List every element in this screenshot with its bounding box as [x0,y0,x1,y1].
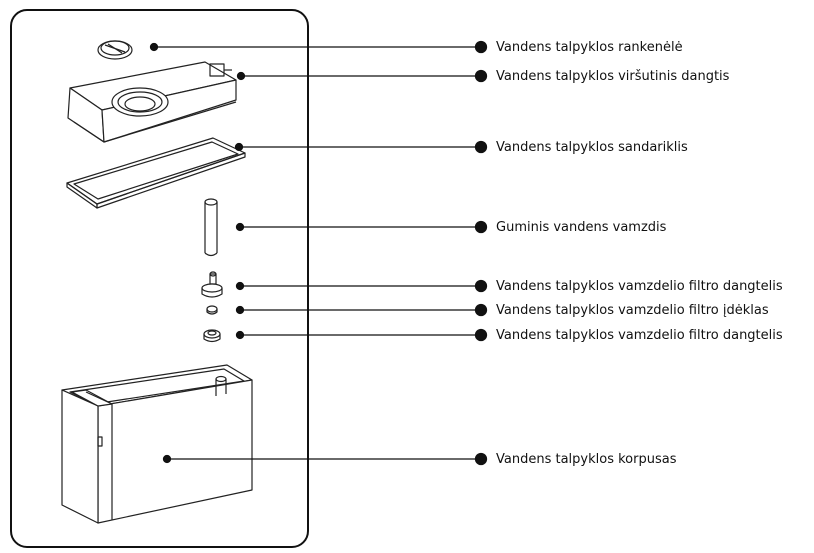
leader-filter-cap-upper [235,279,488,293]
seal-drawing [66,137,246,209]
rubber-tube-drawing [204,198,218,257]
tank-body-drawing [61,364,253,524]
top-lid-drawing [67,61,237,143]
filter-insert-drawing [206,305,218,315]
leader-tank-body [162,452,488,466]
label-seal: Vandens talpyklos sandariklis [496,140,688,155]
filter-cap-lower-drawing [203,329,221,343]
handle-drawing [97,40,133,60]
parts-frame [10,9,309,548]
leader-rubber-tube [235,220,488,234]
leader-handle [149,40,488,54]
label-rubber-tube: Guminis vandens vamzdis [496,220,667,235]
leader-seal [234,140,488,154]
leader-top-lid [236,69,488,83]
leader-filter-insert [235,303,488,317]
label-top-lid: Vandens talpyklos viršutinis dangtis [496,69,730,84]
label-handle: Vandens talpyklos rankenėlė [496,40,683,55]
filter-cap-upper-drawing [201,271,223,298]
label-filter-cap-lower: Vandens talpyklos vamzdelio filtro dangt… [496,328,783,343]
label-filter-cap-upper: Vandens talpyklos vamzdelio filtro dangt… [496,279,783,294]
label-tank-body: Vandens talpyklos korpusas [496,452,677,467]
label-filter-insert: Vandens talpyklos vamzdelio filtro įdėkl… [496,303,769,318]
leader-filter-cap-lower [235,328,488,342]
